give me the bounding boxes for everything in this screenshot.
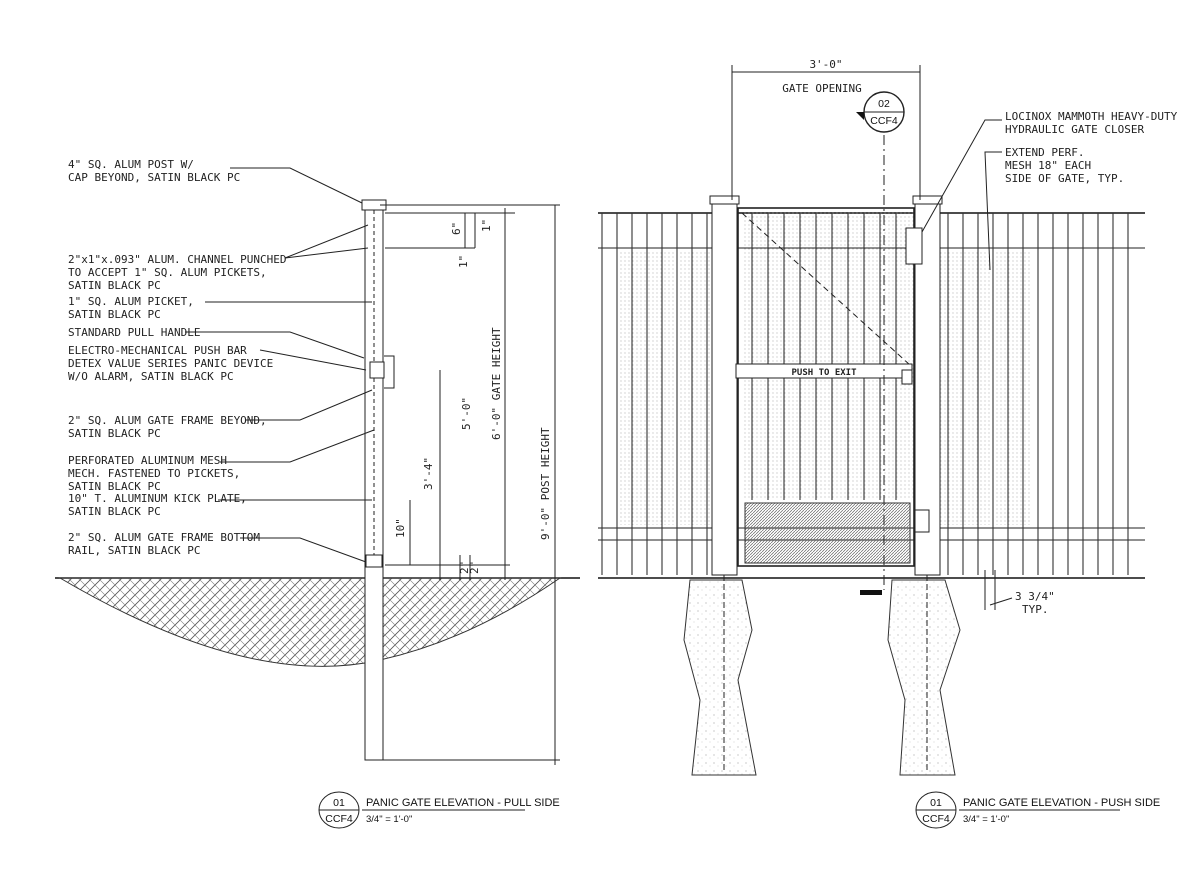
push-side-elevation: PUSH TO EXIT 02 CCF4 3'-0" GATE OPENING … xyxy=(598,58,1178,776)
detail-title-pull: PANIC GATE ELEVATION - PULL SIDE xyxy=(366,797,560,809)
title-block-push: 01 CCF4 PANIC GATE ELEVATION - PUSH SIDE… xyxy=(915,791,1160,829)
callout-bottom-rail: 2" SQ. ALUM GATE FRAME BOTTOM xyxy=(68,531,260,544)
section-sheet: CCF4 xyxy=(870,115,898,127)
push-to-exit-label: PUSH TO EXIT xyxy=(791,368,857,378)
dim-gate-height: 6'-0" GATE HEIGHT xyxy=(490,327,503,440)
detail-title-push: PANIC GATE ELEVATION - PUSH SIDE xyxy=(963,797,1160,809)
detail-sheet-push: CCF4 xyxy=(922,813,950,825)
detail-scale-pull: 3/4" = 1'-0" xyxy=(366,814,412,825)
callout-picket: 1" SQ. ALUM PICKET, xyxy=(68,295,194,308)
callout-handle: STANDARD PULL HANDLE xyxy=(68,326,200,339)
svg-text:1" SQ. ALUM PICKET,SATIN BLACK: 1" SQ. ALUM PICKET,SATIN BLACK PC xyxy=(68,295,194,321)
dim-spacing-typ: TYP. xyxy=(1022,603,1049,616)
gate-opening-label: GATE OPENING xyxy=(782,82,861,95)
dim-1in-b: 1" xyxy=(480,219,493,232)
callout-extend-mesh: EXTEND PERF. xyxy=(1005,146,1084,159)
detail-sheet-pull: CCF4 xyxy=(325,813,353,825)
dim-3ft4: 3'-4" xyxy=(422,457,435,490)
dim-10in: 10" xyxy=(394,518,407,538)
detail-scale-push: 3/4" = 1'-0" xyxy=(963,814,1009,825)
pull-side-elevation: 6" 1" 1" 5'-0" 6'-0" GATE HEIGHT 9'-0" P… xyxy=(55,158,580,765)
detail-num-pull: 01 xyxy=(333,797,345,809)
dim-5ft: 5'-0" xyxy=(460,397,473,430)
svg-text:10" T. ALUMINUM KICK PLATE,SAT: 10" T. ALUMINUM KICK PLATE,SATIN BLACK P… xyxy=(68,492,247,518)
title-block-pull: 01 CCF4 PANIC GATE ELEVATION - PULL SIDE… xyxy=(318,791,560,829)
fence-pickets xyxy=(601,213,1129,575)
callout-mesh: PERFORATED ALUMINUM MESH xyxy=(68,454,227,467)
svg-text:STANDARD PULL HANDLE: STANDARD PULL HANDLE xyxy=(68,326,200,339)
callout-channel: 2"x1"x.093" ALUM. CHANNEL PUNCHED xyxy=(68,253,287,266)
callout-post: 4" SQ. ALUM POST W/ xyxy=(68,158,194,171)
callout-closer: LOCINOX MAMMOTH HEAVY-DUTY xyxy=(1005,110,1178,123)
callout-kickplate: 10" T. ALUMINUM KICK PLATE, xyxy=(68,492,247,505)
dim-spacing: 3 3/4" xyxy=(1015,590,1055,603)
svg-text:4" SQ. ALUM POST W/CAP BEYOND,: 4" SQ. ALUM POST W/CAP BEYOND, SATIN BLA… xyxy=(68,158,240,184)
dim-1in-a: 1" xyxy=(457,255,470,268)
svg-text:2" SQ. ALUM GATE FRAME BEYOND,: 2" SQ. ALUM GATE FRAME BEYOND,SATIN BLAC… xyxy=(68,414,267,440)
detail-num-push: 01 xyxy=(930,797,942,809)
dim-6in: 6" xyxy=(450,222,463,235)
callout-frame: 2" SQ. ALUM GATE FRAME BEYOND, xyxy=(68,414,267,427)
dim-2in-b: 2" xyxy=(468,561,481,574)
callout-pushbar: ELECTRO-MECHANICAL PUSH BAR xyxy=(68,344,247,357)
dim-2in: 2" xyxy=(458,561,471,574)
dim-post-height: 9'-0" POST HEIGHT xyxy=(539,427,552,540)
dim-gate-width: 3'-0" xyxy=(809,58,842,71)
section-num: 02 xyxy=(878,98,890,110)
